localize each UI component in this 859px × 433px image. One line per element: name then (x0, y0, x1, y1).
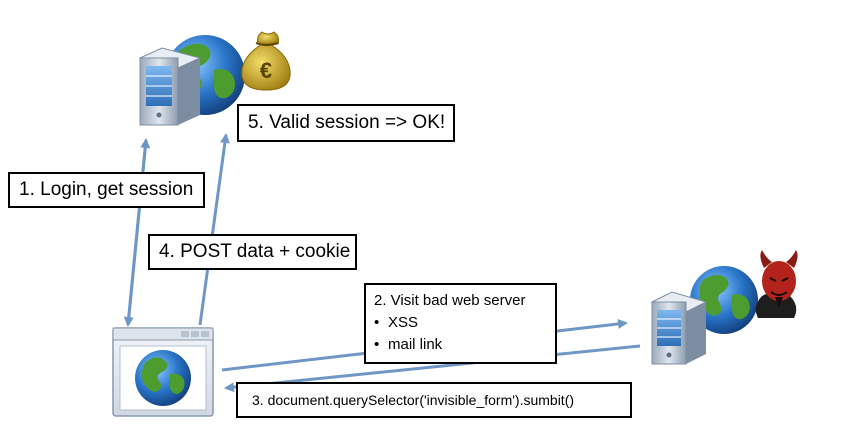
attacker-server (650, 250, 798, 365)
step2-bullets: XSS mail link (374, 312, 547, 356)
globe-icon (135, 350, 191, 406)
step2-bullet-xss: XSS (374, 312, 547, 334)
step2-bullet-mail-link: mail link (374, 334, 547, 356)
step3-label: 3. document.querySelector('invisible_for… (236, 382, 632, 418)
server-icon (138, 47, 202, 126)
devil-icon (755, 250, 798, 318)
money-bag-icon: € (241, 31, 291, 91)
arrow-post-data (198, 133, 230, 326)
bank-server: € (138, 31, 291, 126)
step4-label: 4. POST data + cookie (148, 234, 357, 270)
step2-label: 2. Visit bad web server XSS mail link (364, 283, 557, 364)
arrow-malicious-script (224, 344, 641, 393)
step2-title: 2. Visit bad web server (374, 292, 526, 309)
euro-symbol: € (260, 58, 272, 83)
browser-window (112, 327, 214, 417)
step5-label: 5. Valid session => OK! (237, 104, 455, 142)
globe-icon (690, 266, 758, 334)
server-icon (650, 291, 708, 365)
arrow-login-return (123, 139, 148, 327)
step1-label: 1. Login, get session (8, 172, 205, 208)
